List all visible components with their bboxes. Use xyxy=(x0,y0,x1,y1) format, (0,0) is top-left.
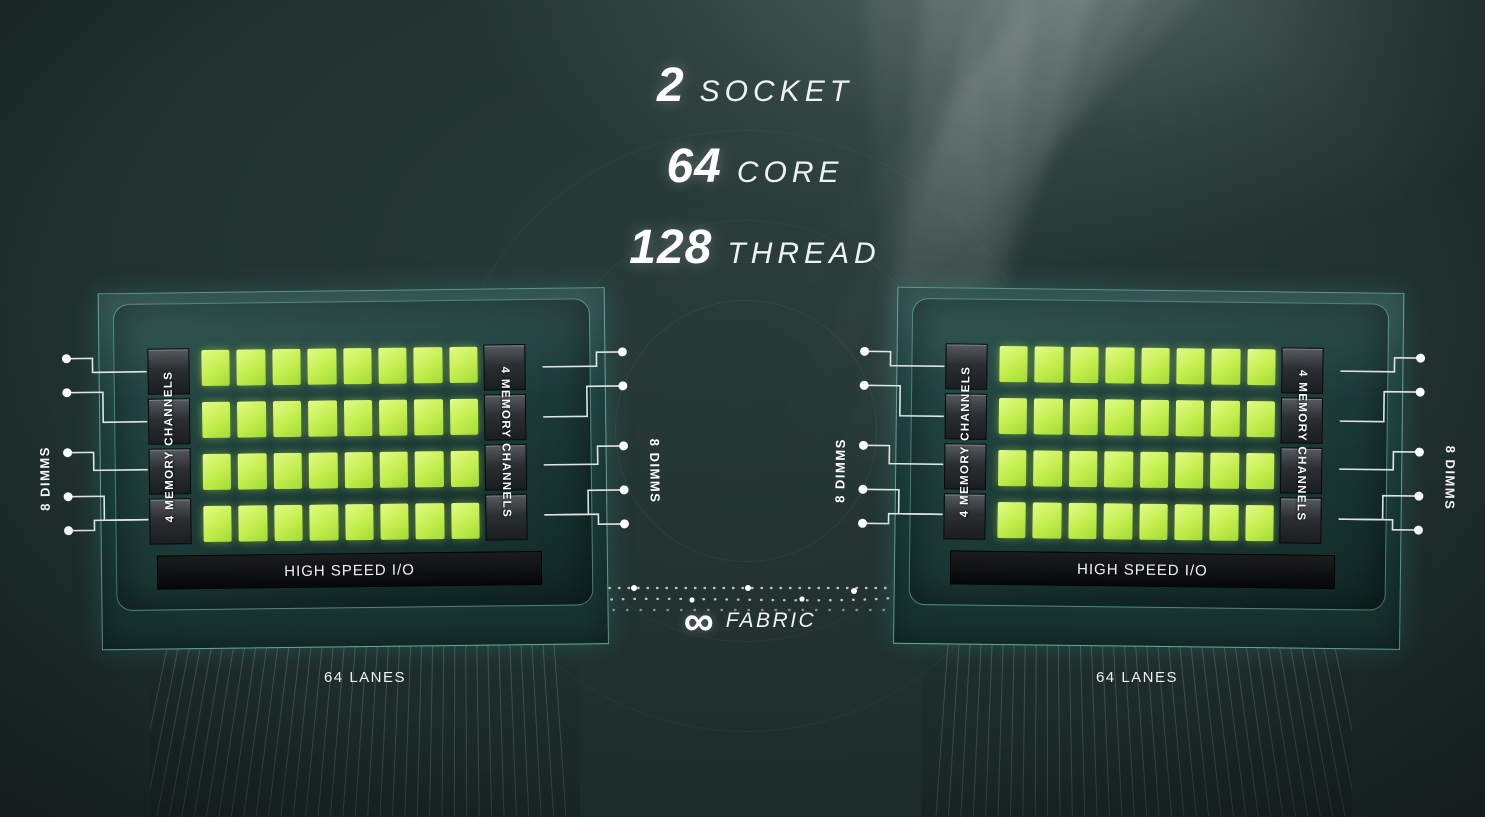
stat-value: 64 xyxy=(666,140,722,193)
cpu-core xyxy=(1140,347,1170,385)
cpu-core xyxy=(450,450,480,488)
high-speed-io-bar: HIGH SPEED I/O xyxy=(949,550,1336,590)
cpu-core xyxy=(998,397,1028,435)
cpu-core xyxy=(997,501,1027,539)
stat-value: 2 xyxy=(656,59,685,112)
cpu-core xyxy=(1210,400,1240,437)
dimms-label: 8 DIMMS xyxy=(1442,445,1459,511)
cpu-core xyxy=(1174,504,1204,541)
dimms-label: 8 DIMMS xyxy=(832,438,849,503)
cpu-core xyxy=(378,399,408,436)
cpu-core xyxy=(202,453,232,491)
cpu-core xyxy=(1068,502,1097,540)
stat-cores: 64 CORE xyxy=(666,139,843,194)
stat-label: CORE xyxy=(736,156,844,189)
cpu-core xyxy=(1245,452,1275,490)
cpu-core xyxy=(1175,400,1205,437)
cpu-core xyxy=(413,347,443,384)
cpu-core xyxy=(308,452,338,489)
cpu-core xyxy=(1246,400,1276,438)
cpu-core xyxy=(272,348,301,386)
cpu-core xyxy=(273,452,303,490)
cpu-core xyxy=(380,503,409,540)
cpu-core xyxy=(1244,504,1274,542)
memory-channels-label: 4 MEMORY CHANNELS xyxy=(1294,369,1309,522)
cpu-core xyxy=(342,347,372,385)
cpu-core xyxy=(201,349,231,387)
header-stats: 2 SOCKET 64 CORE 128 THREAD xyxy=(25,58,1485,275)
cpu-core xyxy=(448,346,478,384)
cpu-core xyxy=(1210,452,1240,489)
cpu-core xyxy=(1139,451,1169,489)
core-grid xyxy=(997,345,1276,542)
cpu-core xyxy=(999,345,1029,383)
io-bar-label: HIGH SPEED I/O xyxy=(1077,560,1208,580)
cpu-core xyxy=(379,451,409,488)
cpu-core xyxy=(237,453,267,490)
stat-sockets: 2 SOCKET xyxy=(657,58,853,113)
cpu-socket-right: 8 DIMMS 4 MEMORY CHANNELS 4 MEMORY xyxy=(818,281,1485,689)
stat-threads: 128 THREAD xyxy=(629,220,880,275)
cpu-core xyxy=(414,399,444,436)
cpu-core xyxy=(1140,399,1169,437)
cpu-core xyxy=(1033,398,1063,435)
cpu-core xyxy=(450,502,480,540)
cpu-core xyxy=(1174,452,1204,489)
cpu-core xyxy=(1068,450,1098,488)
cpu-core xyxy=(1069,346,1099,384)
cpu-core xyxy=(308,400,337,437)
cpu-core xyxy=(1033,450,1063,487)
cpu-core xyxy=(449,398,479,436)
infinity-fabric-icon: ∞ xyxy=(683,597,714,644)
cpu-core xyxy=(1138,503,1168,541)
cpu-socket-left: 8 DIMMS 4 MEMORY CHANNELS 4 MEMORY xyxy=(23,281,718,689)
cpu-core xyxy=(415,503,445,540)
cpu-core xyxy=(1104,399,1134,436)
cpu-core xyxy=(201,401,231,439)
dimm-connector-lines xyxy=(61,354,149,536)
cpu-core xyxy=(272,400,302,438)
dimm-connector-lines xyxy=(1338,353,1426,535)
dimms-label: 8 DIMMS xyxy=(37,446,53,511)
cpu-core xyxy=(203,505,233,543)
cpu-core xyxy=(1034,346,1064,383)
dimm-connector-lines xyxy=(542,347,629,529)
cpu-core xyxy=(1211,348,1241,385)
cpu-core xyxy=(414,451,444,488)
core-grid xyxy=(201,346,480,543)
stat-value: 128 xyxy=(629,221,713,274)
cpu-core xyxy=(1069,398,1099,436)
cpu-core xyxy=(997,449,1027,487)
cpu-core xyxy=(343,399,373,437)
high-speed-io-bar: HIGH SPEED I/O xyxy=(156,550,543,590)
cpu-core xyxy=(1176,348,1205,385)
dimm-connector-lines xyxy=(858,346,945,528)
cpu-core xyxy=(307,348,337,385)
cpu-core xyxy=(238,505,268,542)
cpu-core xyxy=(344,503,374,541)
dimms-label: 8 DIMMS xyxy=(646,438,663,504)
fabric-text: FABRIC xyxy=(725,608,817,632)
cpu-core xyxy=(1032,502,1062,539)
cpu-core xyxy=(378,347,408,384)
cpu-core xyxy=(273,504,303,542)
cpu-core xyxy=(1103,503,1133,540)
cpu-core xyxy=(237,401,267,438)
cpu-core xyxy=(236,349,266,386)
cpu-core xyxy=(309,504,339,541)
cpu-core xyxy=(1246,348,1276,386)
cpu-core xyxy=(1104,451,1133,488)
cpu-core xyxy=(344,451,373,489)
io-bar-label: HIGH SPEED I/O xyxy=(284,560,415,580)
fabric-label: ∞ FABRIC xyxy=(655,597,845,644)
memory-channels-label: 4 MEMORY CHANNELS xyxy=(498,366,513,519)
cpu-core xyxy=(1209,504,1239,541)
cpu-core xyxy=(1105,347,1135,384)
stat-label: SOCKET xyxy=(699,75,854,108)
stat-label: THREAD xyxy=(727,237,881,270)
